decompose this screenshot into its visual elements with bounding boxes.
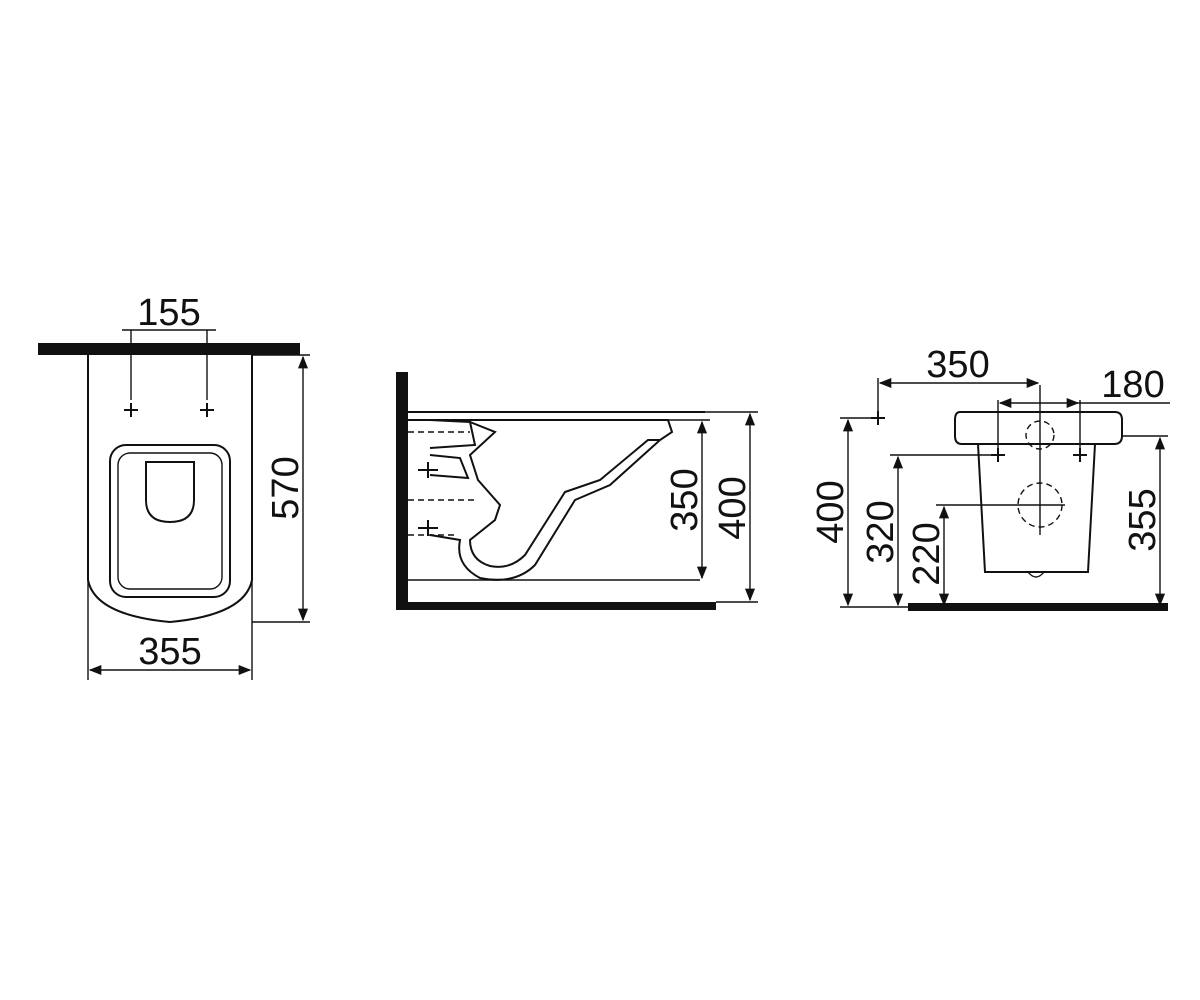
rear-view-inlet (1025, 420, 1055, 450)
side-view-fixing-lower (418, 520, 438, 536)
side-view-dim-350-label: 350 (664, 468, 706, 531)
top-view-dim-355-label: 355 (138, 631, 201, 673)
side-view-wall (396, 372, 408, 610)
rear-view-dim-400-label: 400 (810, 480, 852, 543)
rear-view-seat-rim (954, 411, 1123, 445)
top-view-fixing-left (124, 330, 138, 417)
rear-view-dim-355-label: 355 (1122, 488, 1164, 551)
rear-view-dim-320-label: 320 (860, 500, 902, 563)
top-view-fixing-right (200, 330, 214, 417)
rear-view-fixing-right (1073, 448, 1087, 462)
top-view-pan-outline (87, 355, 253, 624)
side-view-dim-400-label: 400 (712, 476, 754, 539)
top-view-dim-155-label: 155 (137, 292, 200, 334)
rear-view: 350 180 400 320 220 355 (810, 344, 1170, 611)
rear-view-dim-350-label: 350 (926, 344, 989, 386)
top-view-seat-inner (117, 452, 223, 590)
top-view-seat (109, 444, 231, 598)
side-view: 350 400 (396, 372, 758, 610)
rear-view-fixing-left (991, 448, 1005, 462)
top-view-wall (38, 343, 300, 355)
rear-view-floor (908, 603, 1168, 611)
rear-view-dim-220-label: 220 (906, 522, 948, 585)
rear-view-dim-180-label: 180 (1101, 364, 1164, 406)
side-view-fixing-upper (418, 462, 438, 478)
side-view-floor (396, 602, 716, 610)
top-view: 155 570 355 (38, 292, 310, 680)
top-view-dim-570-label: 570 (265, 456, 307, 519)
rear-view-body (977, 443, 1096, 573)
side-view-bowl-profile (429, 419, 674, 581)
top-view-bowl-opening (145, 461, 195, 524)
